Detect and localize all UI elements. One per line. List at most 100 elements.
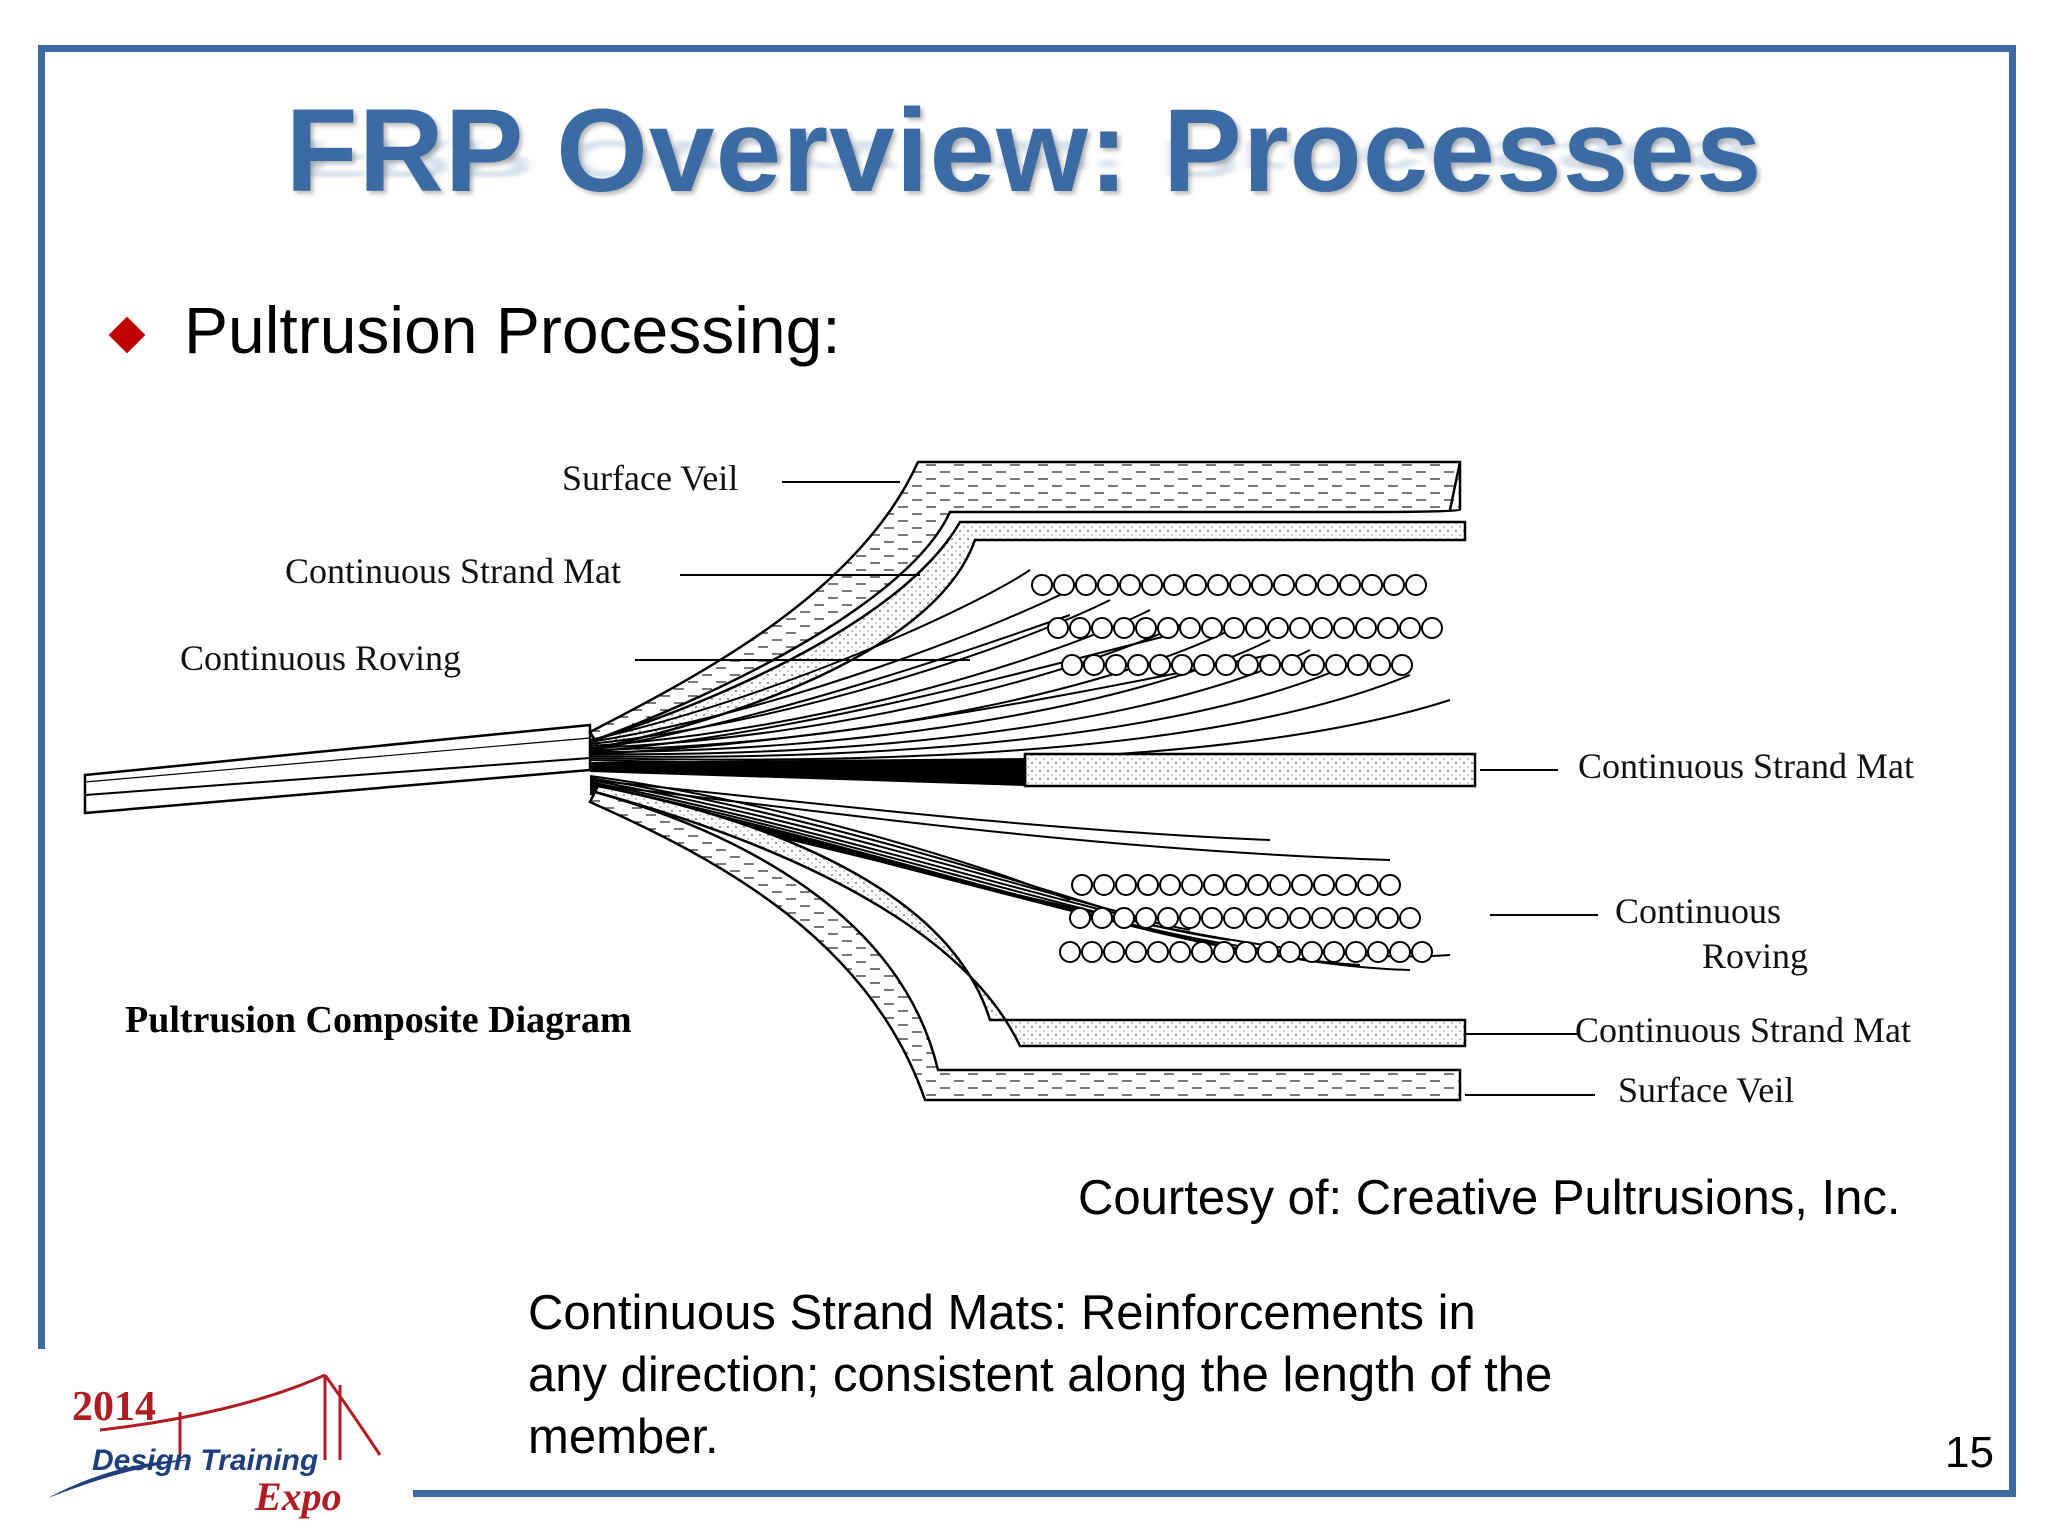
- roving-end: [1267, 907, 1289, 929]
- leader-lines: [635, 481, 1598, 1096]
- roving-end: [1333, 907, 1355, 929]
- label-strand-mat-top: Continuous Strand Mat: [285, 551, 621, 591]
- logo-year: 2014: [72, 1384, 156, 1430]
- roving-end: [1179, 617, 1201, 639]
- roving-end: [1317, 574, 1339, 596]
- slide-frame-bottom: [413, 1490, 2016, 1497]
- middle-strand-mat: [590, 752, 1477, 788]
- roving-end: [1367, 941, 1389, 963]
- roving-end: [1405, 574, 1427, 596]
- roving-end: [1159, 874, 1181, 896]
- roving-end: [1355, 617, 1377, 639]
- roving-end: [1215, 654, 1237, 676]
- roving-end: [1399, 907, 1421, 929]
- roving-end: [1103, 941, 1125, 963]
- page-number: 15: [1945, 1428, 1994, 1477]
- roving-end: [1245, 617, 1267, 639]
- roving-end: [1071, 874, 1093, 896]
- roving-end: [1179, 907, 1201, 929]
- roving-end: [1301, 941, 1323, 963]
- roving-end: [1323, 941, 1345, 963]
- roving-end: [1163, 574, 1185, 596]
- roving-end: [1171, 654, 1193, 676]
- bullet-text: Pultrusion Processing:: [184, 293, 841, 367]
- roving-end: [1093, 874, 1115, 896]
- roving-end: [1135, 617, 1157, 639]
- roving-end: [1203, 874, 1225, 896]
- roving-end: [1105, 654, 1127, 676]
- roving-end: [1289, 907, 1311, 929]
- roving-end: [1061, 654, 1083, 676]
- roving-end: [1259, 654, 1281, 676]
- roving-end: [1369, 654, 1391, 676]
- logo-expo: Expo: [254, 1474, 342, 1519]
- design-training-expo-logo: 2014 Design Training Expo: [48, 1373, 382, 1519]
- roving-end: [1113, 617, 1135, 639]
- label-strand-mat-middle: Continuous Strand Mat: [1578, 746, 1914, 786]
- roving-end: [1069, 907, 1091, 929]
- roving-end: [1245, 907, 1267, 929]
- label-strand-mat-bottom: Continuous Strand Mat: [1575, 1010, 1911, 1050]
- roving-end: [1193, 654, 1215, 676]
- slide-frame-left: [38, 45, 45, 1349]
- roving-end: [1113, 907, 1135, 929]
- top-roving-ends: [1031, 574, 1443, 676]
- roving-end: [1069, 617, 1091, 639]
- roving-end: [1313, 874, 1335, 896]
- roving-end: [1223, 907, 1245, 929]
- roving-end: [1059, 941, 1081, 963]
- roving-end: [1053, 574, 1075, 596]
- roving-end: [1347, 654, 1369, 676]
- roving-end: [1207, 574, 1229, 596]
- roving-end: [1091, 907, 1113, 929]
- top-surface-veil: [588, 460, 1462, 742]
- roving-end: [1047, 617, 1069, 639]
- roving-end: [1279, 941, 1301, 963]
- top-strand-mat: [593, 520, 1467, 750]
- roving-end: [1075, 574, 1097, 596]
- roving-end: [1181, 874, 1203, 896]
- roving-end: [1303, 654, 1325, 676]
- roving-end: [1201, 907, 1223, 929]
- slide-frame-top: [38, 45, 2016, 52]
- roving-end: [1361, 574, 1383, 596]
- roving-end: [1273, 574, 1295, 596]
- note-text: Continuous Strand Mats: Reinforcements i…: [528, 1286, 1553, 1464]
- label-roving-bottom-2: Roving: [1702, 936, 1808, 976]
- roving-end: [1191, 941, 1213, 963]
- pultrusion-diagram: Surface Veil Continuous Strand Mat Conti…: [83, 458, 1914, 1110]
- roving-end: [1237, 654, 1259, 676]
- roving-end: [1421, 617, 1443, 639]
- label-surface-veil-bottom: Surface Veil: [1618, 1070, 1794, 1110]
- roving-end: [1411, 941, 1433, 963]
- label-roving-bottom-1: Continuous: [1615, 891, 1781, 931]
- roving-end: [1031, 574, 1053, 596]
- roving-end: [1377, 907, 1399, 929]
- roving-end: [1377, 617, 1399, 639]
- roving-end: [1379, 874, 1401, 896]
- roving-end: [1125, 941, 1147, 963]
- roving-end: [1389, 941, 1411, 963]
- profile-taper: [83, 723, 592, 815]
- roving-end: [1335, 874, 1357, 896]
- roving-end: [1137, 874, 1159, 896]
- roving-end: [1149, 654, 1171, 676]
- roving-end: [1339, 574, 1361, 596]
- roving-end: [1119, 574, 1141, 596]
- roving-end: [1289, 617, 1311, 639]
- bottom-roving-ends: [1059, 874, 1433, 963]
- label-surface-veil-top: Surface Veil: [562, 458, 738, 498]
- roving-end: [1357, 874, 1379, 896]
- roving-end: [1141, 574, 1163, 596]
- roving-end: [1225, 874, 1247, 896]
- roving-end: [1355, 907, 1377, 929]
- roving-end: [1147, 941, 1169, 963]
- roving-end: [1185, 574, 1207, 596]
- roving-end: [1223, 617, 1245, 639]
- bottom-strand-mat: [593, 784, 1467, 1048]
- roving-end: [1295, 574, 1317, 596]
- roving-end: [1291, 874, 1313, 896]
- roving-end: [1391, 654, 1413, 676]
- roving-end: [1091, 617, 1113, 639]
- roving-end: [1269, 874, 1291, 896]
